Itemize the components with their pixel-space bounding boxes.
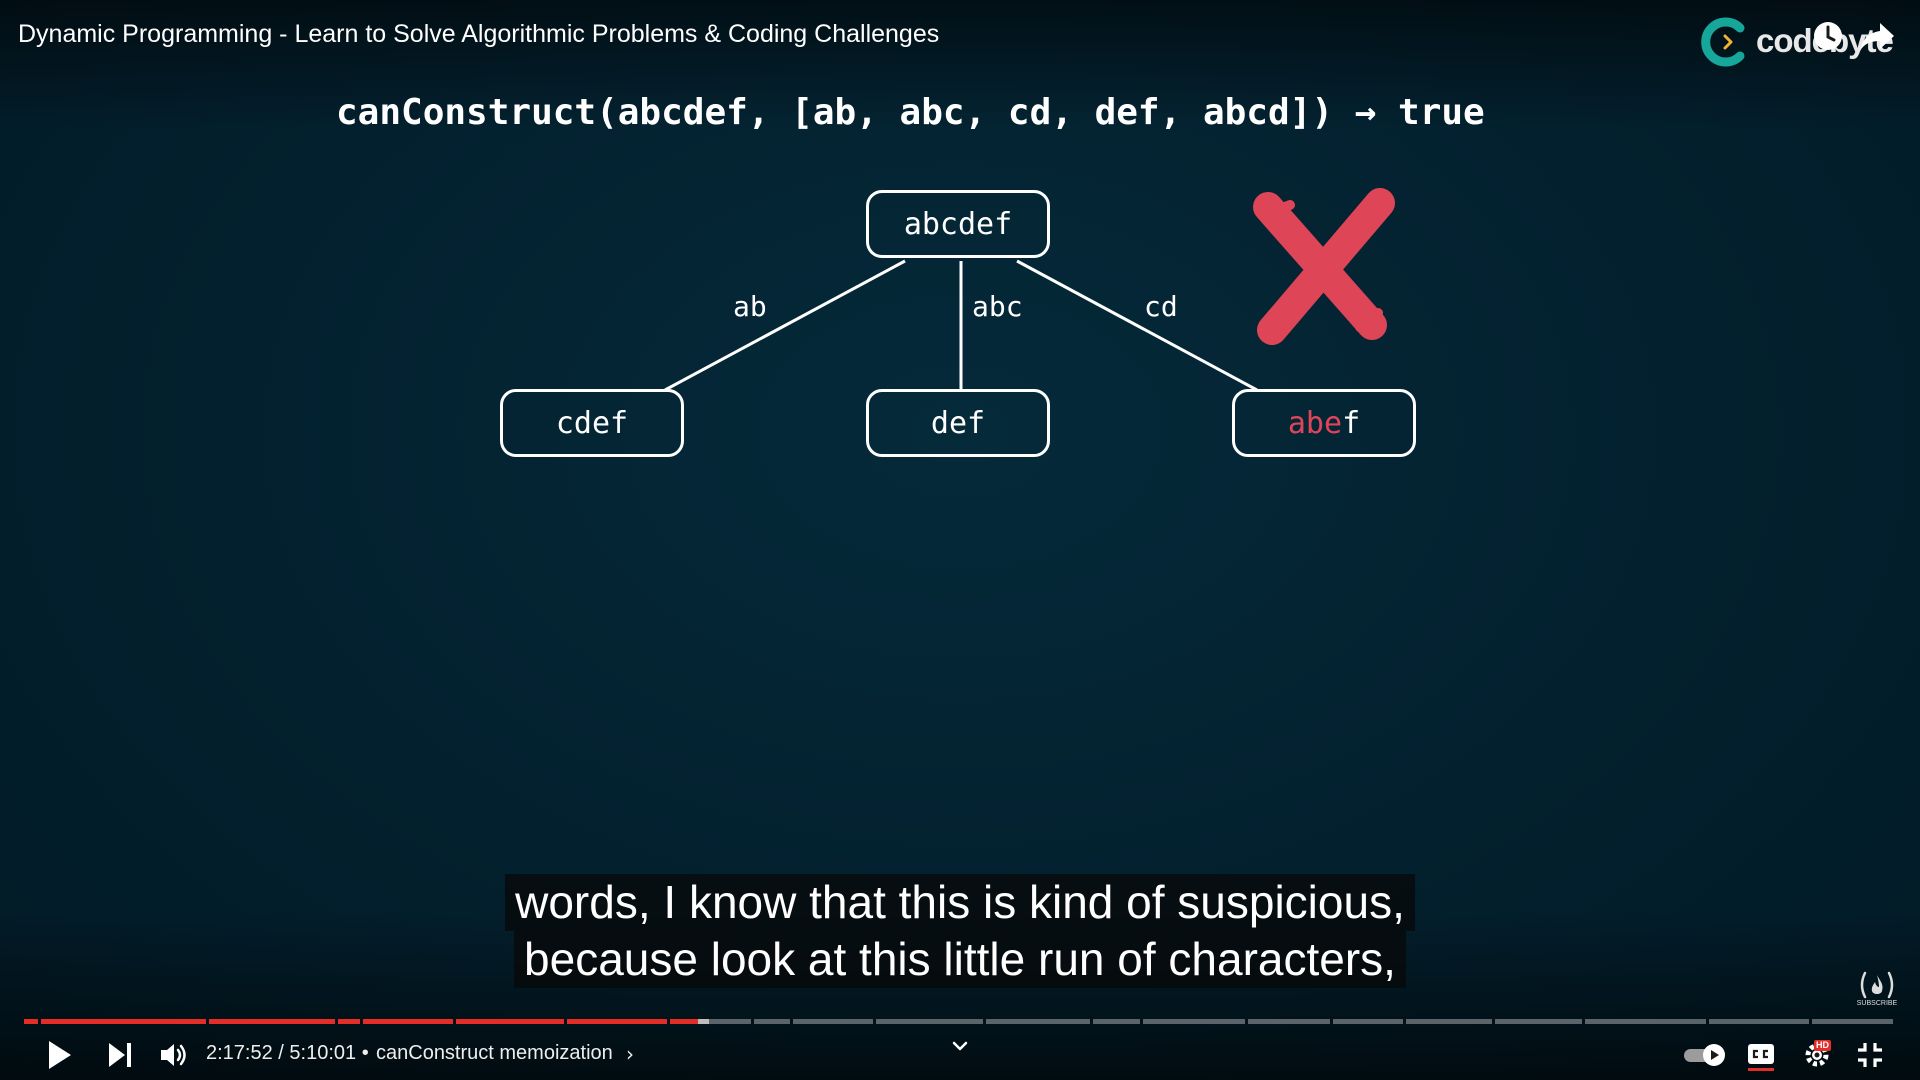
- controls-bar: 2:17:52 / 5:10:01 • canConstruct memoiza…: [0, 1030, 1920, 1080]
- edge-label-cd: cd: [1144, 290, 1178, 323]
- subscribe-badge[interactable]: SUBSCRIBE: [1854, 970, 1900, 1010]
- progress-segment[interactable]: [875, 1019, 984, 1024]
- edge-label-abc: abc: [972, 290, 1023, 323]
- chapter-chevron-icon[interactable]: ›: [626, 1042, 634, 1066]
- progress-bar[interactable]: [24, 1019, 1896, 1024]
- progress-segment[interactable]: [697, 1019, 710, 1024]
- caption-line-2: because look at this little run of chara…: [514, 931, 1406, 988]
- share-icon[interactable]: [1858, 20, 1896, 54]
- progress-segment[interactable]: [1405, 1019, 1493, 1024]
- progress-segment[interactable]: [1708, 1019, 1809, 1024]
- subscribe-label: SUBSCRIBE: [1856, 1000, 1898, 1007]
- progress-segment[interactable]: [754, 1019, 791, 1024]
- progress-segment[interactable]: [24, 1019, 38, 1024]
- time-separator: •: [361, 1042, 369, 1064]
- clock-icon[interactable]: [1810, 18, 1846, 54]
- edge-line-cd: [1016, 259, 1258, 392]
- chevron-down-icon[interactable]: [950, 1038, 970, 1054]
- progress-segment[interactable]: [338, 1019, 360, 1024]
- highlighted-characters: abe: [1287, 405, 1343, 441]
- channel-watermark-icon: [1860, 971, 1894, 999]
- caption-line-1: words, I know that this is kind of suspi…: [505, 874, 1415, 931]
- exit-fullscreen-icon[interactable]: [1855, 1040, 1885, 1070]
- progress-segment[interactable]: [40, 1019, 207, 1024]
- progress-segment[interactable]: [986, 1019, 1090, 1024]
- child-node-def: def: [866, 389, 1050, 457]
- next-icon[interactable]: [106, 1039, 134, 1071]
- edge-line-ab: [664, 259, 906, 392]
- progress-segment[interactable]: [1143, 1019, 1246, 1024]
- progress-segment[interactable]: [709, 1019, 752, 1024]
- progress-segment[interactable]: [1811, 1019, 1893, 1024]
- remaining-characters: f: [1342, 405, 1361, 441]
- top-gradient: [0, 0, 1920, 130]
- progress-segment[interactable]: [456, 1019, 564, 1024]
- time-text: 2:17:52 / 5:10:01: [206, 1042, 357, 1064]
- play-icon[interactable]: [44, 1038, 74, 1072]
- progress-segment[interactable]: [1332, 1019, 1403, 1024]
- progress-segment[interactable]: [1248, 1019, 1330, 1024]
- hd-badge: HD: [1814, 1040, 1831, 1051]
- progress-segment[interactable]: [1495, 1019, 1583, 1024]
- autoplay-toggle-icon[interactable]: [1682, 1040, 1728, 1070]
- progress-segment[interactable]: [566, 1019, 667, 1024]
- volume-icon[interactable]: [158, 1039, 190, 1071]
- progress-segment[interactable]: [1585, 1019, 1706, 1024]
- red-x-mark-icon: [1253, 188, 1395, 345]
- progress-segment[interactable]: [669, 1019, 698, 1024]
- progress-segment[interactable]: [793, 1019, 873, 1024]
- progress-segment[interactable]: [1092, 1019, 1141, 1024]
- caption-window[interactable]: words, I know that this is kind of suspi…: [0, 874, 1920, 988]
- cc-icon[interactable]: [1746, 1040, 1776, 1072]
- root-node: abcdef: [866, 190, 1050, 258]
- brand-logo-icon: [1701, 17, 1745, 67]
- progress-segment[interactable]: [362, 1019, 454, 1024]
- chapter-title[interactable]: canConstruct memoization: [376, 1042, 613, 1064]
- time-display: 2:17:52 / 5:10:01 •: [206, 1042, 369, 1065]
- slide-heading: canConstruct(abcdef, [ab, abc, cd, def, …: [336, 92, 1485, 133]
- progress-segment[interactable]: [209, 1019, 336, 1024]
- child-node-cdef: cdef: [500, 389, 684, 457]
- edge-label-ab: ab: [733, 290, 767, 323]
- video-title[interactable]: Dynamic Programming - Learn to Solve Alg…: [18, 20, 940, 48]
